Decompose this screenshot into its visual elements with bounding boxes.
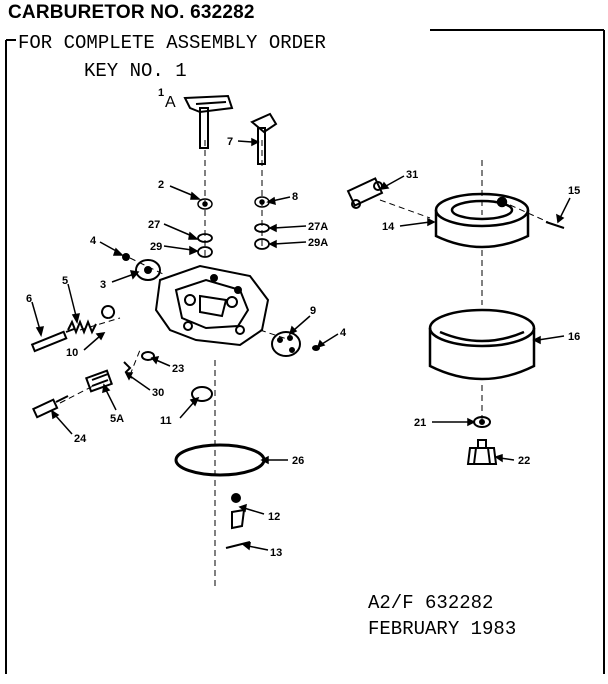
part-cover-14	[434, 192, 530, 249]
part-welch-plug-3	[135, 259, 161, 281]
diagram-frame	[5, 29, 605, 674]
part-seat-23	[141, 351, 155, 361]
callout-29: 29	[150, 241, 162, 253]
assembly-note-line1: FOR COMPLETE ASSEMBLY ORDER	[18, 32, 326, 54]
callout-3: 3	[100, 279, 106, 291]
callout-27: 27	[148, 219, 160, 231]
part-ring-11	[191, 386, 213, 402]
callout-16: 16	[568, 331, 580, 343]
callout-21: 21	[414, 417, 426, 429]
callout-2: 2	[158, 179, 164, 191]
callout-24: 24	[74, 433, 87, 445]
callout-11: 11	[160, 415, 172, 427]
callout-27a: 27A	[308, 221, 328, 233]
part-small-screws	[197, 196, 270, 210]
part-pin-15	[545, 221, 565, 229]
part-oring-10	[101, 305, 116, 319]
part-gasket-26	[174, 443, 266, 477]
callout-6: 6	[26, 293, 32, 305]
callout-30: 30	[152, 387, 164, 399]
assembly-axis-lines	[59, 140, 549, 590]
callout-14: 14	[382, 221, 395, 233]
callout-7: 7	[227, 136, 233, 148]
part-needle-6	[30, 328, 75, 353]
callout-5a: 5A	[110, 413, 124, 425]
callout-22: 22	[518, 455, 530, 467]
callout-31: 31	[406, 169, 418, 181]
diagram-title: CARBURETOR NO. 632282	[8, 2, 255, 23]
part-float-needle	[225, 493, 251, 549]
part-throttle-shaft	[183, 94, 234, 149]
callout-23: 23	[172, 363, 184, 375]
part-nut-22	[466, 439, 498, 465]
part-spring-5a	[84, 369, 114, 393]
part-carburetor-body	[154, 264, 270, 347]
part-washers	[197, 223, 270, 258]
callout-4-right: 4	[340, 327, 347, 339]
callout-9: 9	[310, 305, 316, 317]
part-choke-shaft	[250, 112, 278, 165]
part-fitting-31	[346, 177, 384, 209]
part-spring-5	[67, 319, 97, 335]
callout-13: 13	[270, 547, 282, 559]
part-bowl-16	[428, 308, 536, 381]
footer-date: FEBRUARY 1983	[368, 618, 517, 640]
callout-4-left: 4	[90, 235, 97, 247]
assembly-note-line2: KEY NO. 1	[84, 60, 187, 82]
part-needle-24	[32, 395, 69, 419]
leader-arrows	[31, 137, 571, 551]
callout-12: 12	[268, 511, 280, 523]
callout-29a: 29A	[308, 237, 328, 249]
callout-26: 26	[292, 455, 304, 467]
callout-labels: 1 A 7 2 27 29 4 3 8 27A 29A 9 4 6 5 10 2…	[26, 87, 580, 559]
callout-15: 15	[568, 185, 580, 197]
callout-10: 10	[66, 347, 78, 359]
part-screw-4-left	[122, 253, 130, 261]
footer-part-code: A2/F 632282	[368, 592, 494, 614]
callout-8: 8	[292, 191, 298, 203]
callout-1: 1	[158, 87, 164, 99]
part-diaphragm-9	[271, 331, 301, 357]
callout-5: 5	[62, 275, 68, 287]
callout-1a: A	[165, 94, 176, 111]
